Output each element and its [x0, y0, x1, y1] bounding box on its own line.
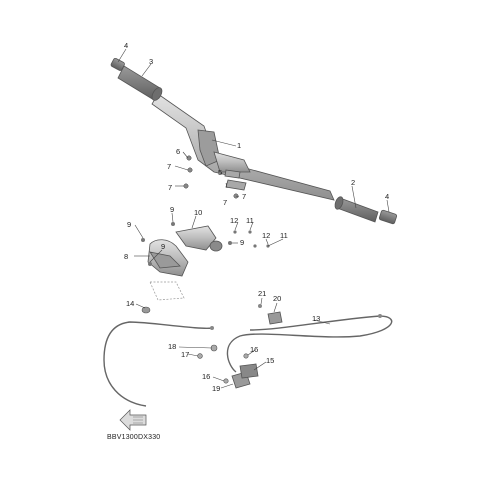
leader-lines [117, 48, 390, 389]
callout-3: 3 [149, 57, 153, 66]
callout-2: 2 [351, 178, 355, 187]
callout-7-c: 7 [223, 198, 227, 207]
callout-9-d: 9 [240, 238, 244, 247]
callout-12-a: 12 [230, 216, 238, 225]
callout-18: 18 [168, 342, 176, 351]
callout-11-b: 11 [280, 231, 288, 240]
callout-12-b: 12 [262, 231, 270, 240]
switch-housing [175, 225, 223, 252]
left-grip [117, 65, 163, 101]
callout-14: 14 [126, 299, 134, 308]
handlebar [151, 93, 335, 201]
right-bar-end [378, 209, 398, 225]
callout-7-b: 7 [168, 183, 172, 192]
lever-cover [147, 239, 189, 277]
callout-17: 17 [181, 350, 189, 359]
callout-7-a: 7 [167, 162, 171, 171]
callout-9-c: 9 [161, 242, 165, 251]
front-arrow-icon [119, 409, 147, 431]
callout-1: 1 [237, 141, 241, 150]
callout-10: 10 [194, 208, 202, 217]
callout-19: 19 [212, 384, 220, 393]
callout-16-b: 16 [202, 372, 210, 381]
callout-4-right: 4 [385, 192, 389, 201]
callout-11-a: 11 [246, 216, 254, 225]
callout-20: 20 [273, 294, 281, 303]
lower-bracket [141, 281, 185, 314]
callout-9-a: 9 [127, 220, 131, 229]
right-grip [334, 196, 379, 223]
diagram-code: BBV1300DX330 [107, 434, 160, 441]
throttle-cable [103, 314, 393, 407]
callout-5: 5 [218, 168, 222, 177]
callout-6: 6 [176, 147, 180, 156]
callout-16-a: 16 [250, 345, 258, 354]
callout-13: 13 [312, 314, 320, 323]
switch-parts [197, 304, 283, 389]
callout-labels: 1 2 3 4 4 5 6 7 7 7 7 8 9 9 9 9 10 11 11… [124, 41, 389, 393]
callout-4-left: 4 [124, 41, 128, 50]
callout-15: 15 [266, 356, 274, 365]
callout-8: 8 [124, 252, 128, 261]
callout-7-d: 7 [242, 192, 246, 201]
left-bar-end [110, 57, 125, 71]
callout-9-b: 9 [170, 205, 174, 214]
callout-21: 21 [258, 289, 266, 298]
